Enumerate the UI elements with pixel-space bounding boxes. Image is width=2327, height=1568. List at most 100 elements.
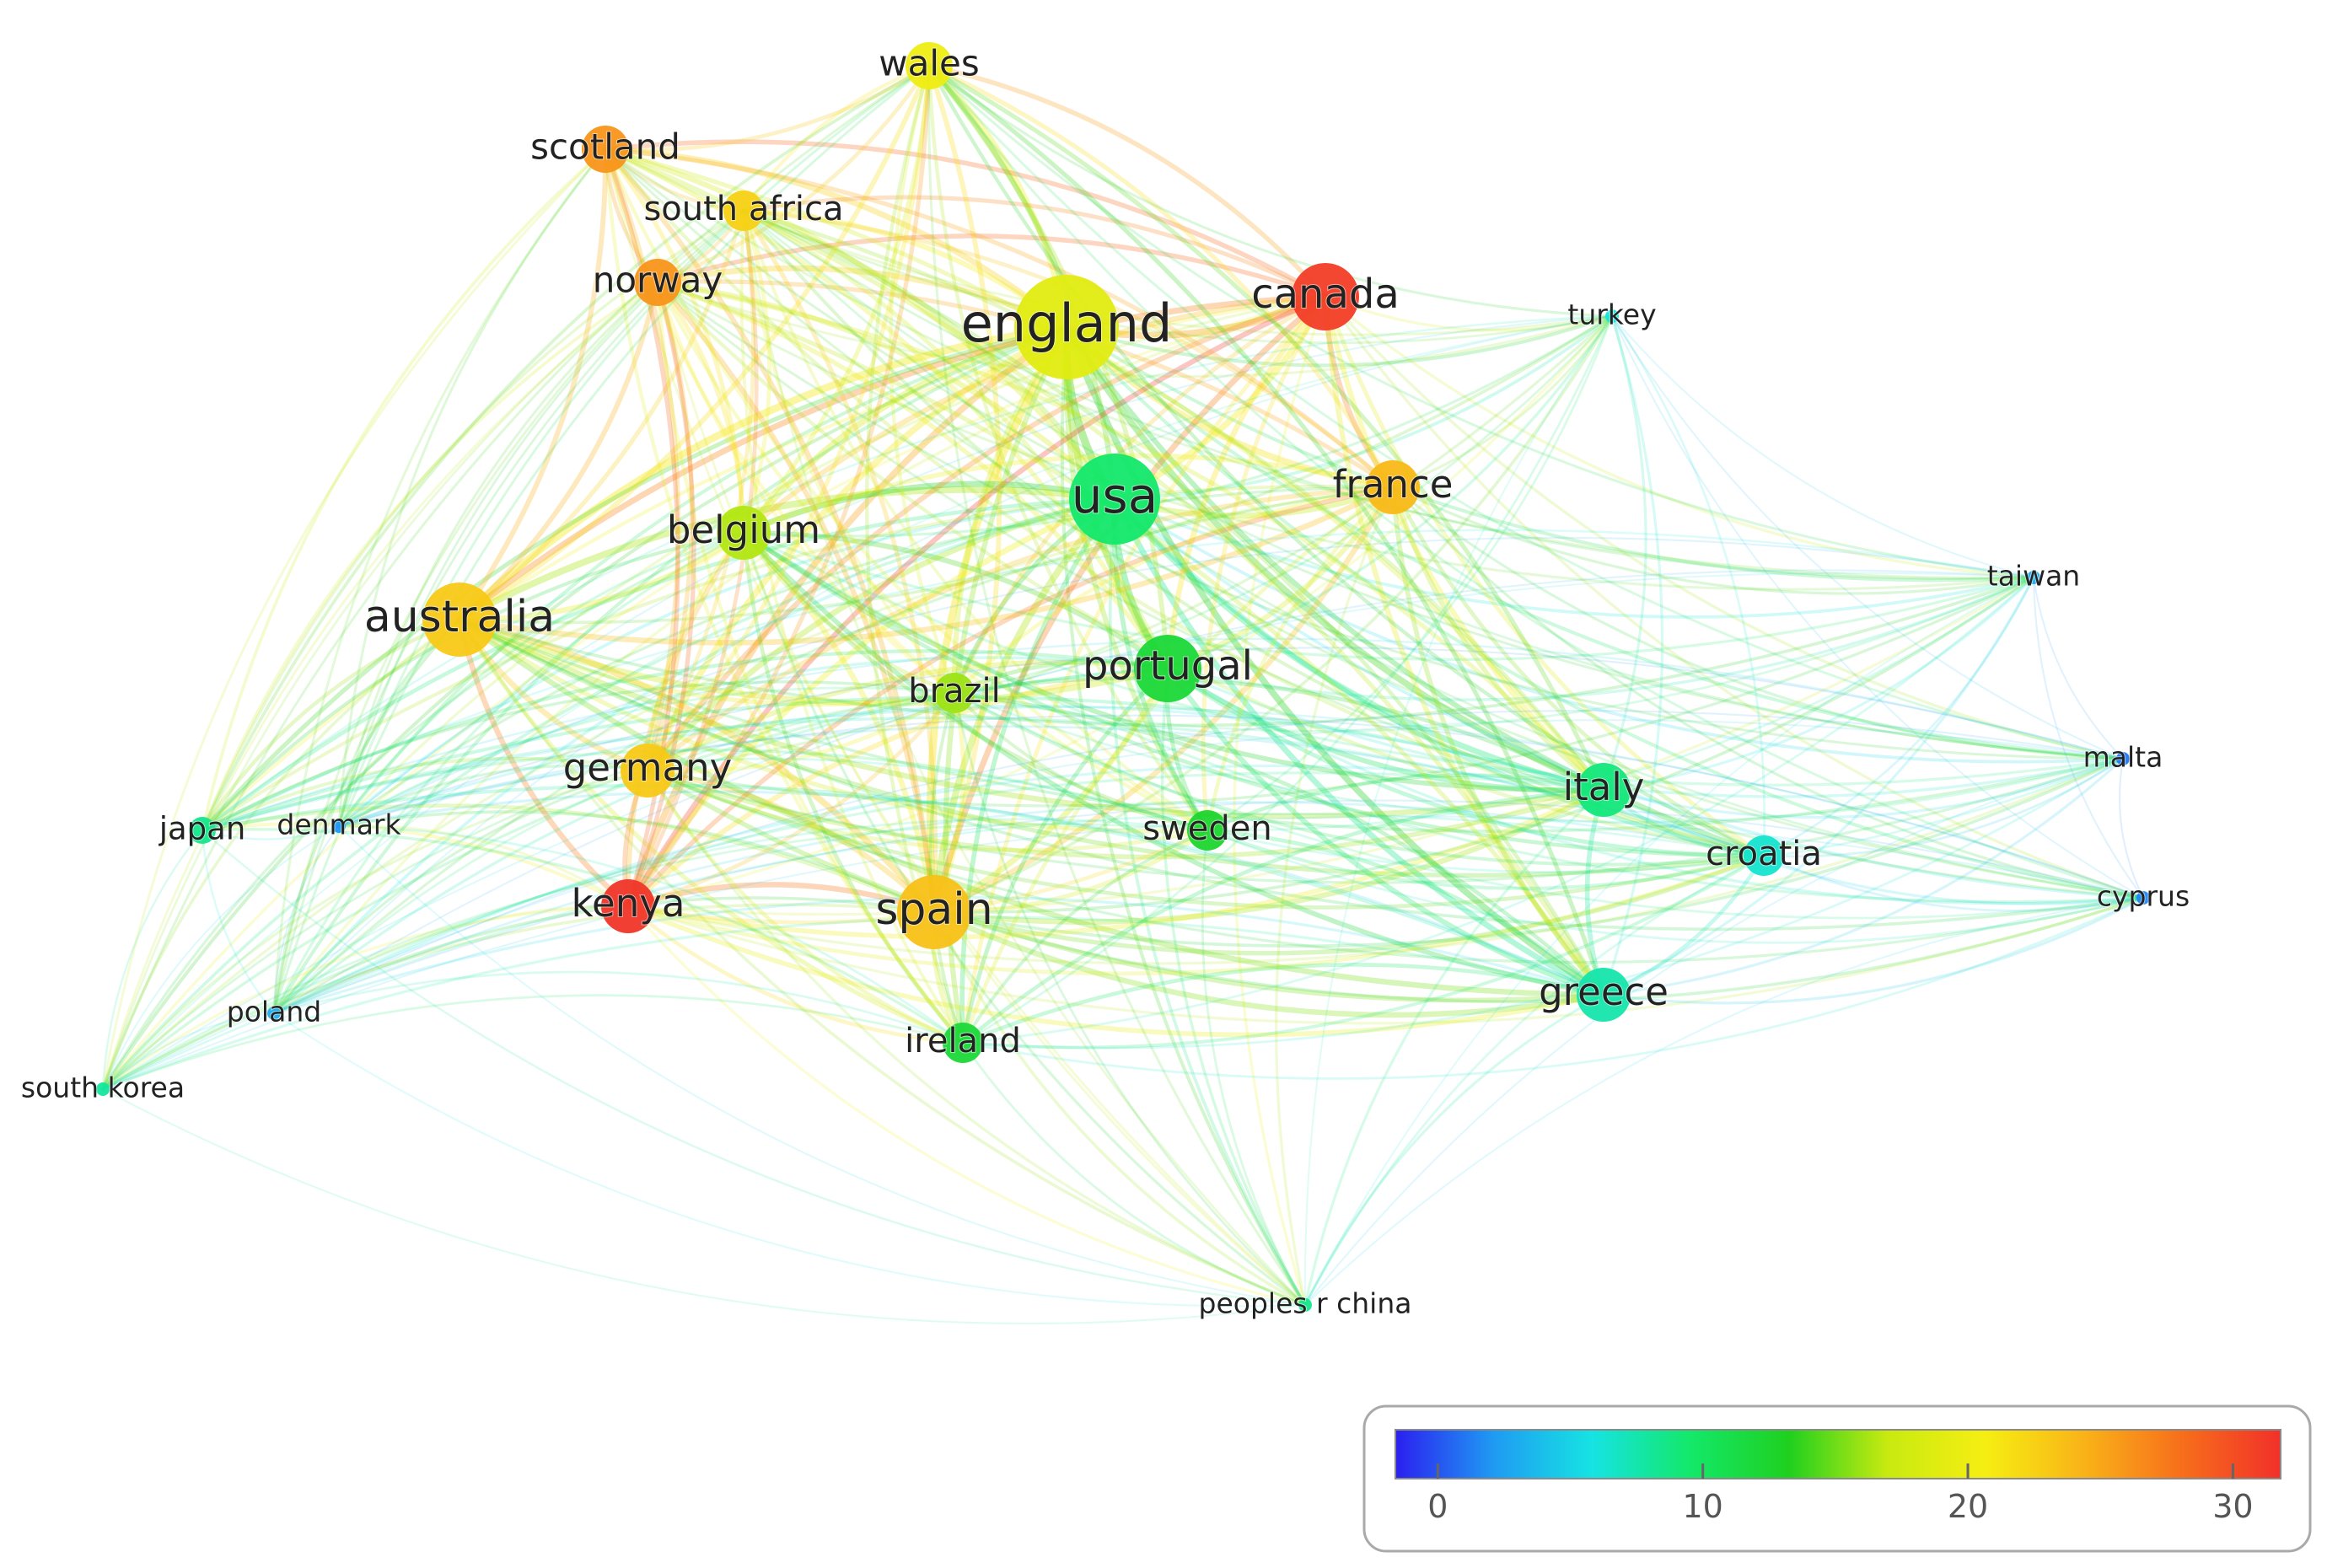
link-kenya-peoples_r_china [626,905,1307,1307]
node-portugal[interactable] [1134,635,1201,702]
node-canada[interactable] [1292,263,1359,330]
link-croatia-turkey [1610,314,1766,857]
link-croatia-taiwan [1762,576,2035,857]
node-cyprus[interactable] [2136,891,2150,905]
label-norway: norway [593,260,723,301]
label-south-africa: south africa [643,190,843,228]
node-usa[interactable] [1069,454,1160,545]
link-croatia-cyprus [1762,854,2145,912]
node-sweden[interactable] [1187,810,1228,851]
link-kenya-south_korea [101,905,630,1091]
link-germany-taiwan [646,576,2035,808]
node-denmark[interactable] [332,819,346,833]
label-greece: greece [1539,969,1669,1014]
node-wales[interactable] [906,42,953,89]
link-canada-croatia [1323,294,1766,858]
node-scotland[interactable] [582,126,629,173]
link-france-denmark [337,486,1395,828]
link-spain-malta [932,757,2125,948]
node-italy[interactable] [1577,763,1631,817]
node-south-africa[interactable] [723,191,764,231]
link-australia-sweden [457,617,1210,834]
node-belgium[interactable] [717,506,771,560]
link-france-belgium [741,453,1395,535]
link-belgium-scotland [603,147,746,535]
link-france-croatia [1390,485,1766,858]
link-spain-germany [644,767,938,916]
link-england-poland [271,325,1069,1016]
link-usa-kenya [625,496,1118,910]
link-australia-taiwan [458,576,2035,728]
link-belgium-peoples_r_china [742,531,1307,1307]
link-wales-sweden [927,63,1210,833]
node-england[interactable] [1014,275,1119,379]
link-usa-japan [200,497,1117,833]
link-canada-italy [1322,293,1607,793]
node-ireland[interactable] [943,1023,983,1063]
node-japan[interactable] [189,817,216,844]
link-south_africa-peoples_r_china [742,209,1307,1307]
node-greece[interactable] [1577,968,1631,1022]
link-usa-norway [654,279,1118,502]
link-italy-japan [200,695,1606,833]
node-malta[interactable] [2116,752,2130,765]
legend-tick-label: 10 [1682,1488,1722,1525]
link-belgium-taiwan [742,531,2035,661]
node-germany[interactable] [621,744,674,797]
node-france[interactable] [1366,460,1420,514]
link-australia-brazil [457,617,957,707]
link-france-germany [645,485,1395,773]
link-canada-sweden [1201,294,1328,833]
label-turkey: turkey [1567,298,1656,331]
link-usa-poland [272,497,1116,1015]
node-brazil[interactable] [934,673,975,713]
label-peoples-r-china: peoples r china [1199,1287,1412,1320]
link-wales-turkey [927,64,1614,318]
legend-tick-label: 30 [2212,1488,2253,1525]
link-australia-wales [457,63,932,622]
link-kenya-ireland [626,904,965,1045]
node-kenya[interactable] [601,879,655,933]
node-taiwan[interactable] [2027,571,2040,584]
link-canada-japan [200,294,1328,833]
node-spain[interactable] [897,875,971,949]
link-usa-australia [456,486,1118,623]
link-italy-scotland [603,147,1606,792]
node-poland[interactable] [267,1007,281,1020]
link-usa-peoples_r_china [1108,497,1307,1307]
link-portugal-poland [272,667,1169,1015]
link-germany-scotland [603,147,681,773]
node-peoples-r-china[interactable] [1298,1298,1312,1312]
link-norway-poland [272,281,659,1015]
link-denmark-peoples_r_china [337,824,1307,1307]
link-usa-ireland [959,497,1117,1045]
link-belgium-croatia [741,530,1766,858]
node-australia[interactable] [422,583,497,657]
legend-tick-label: 20 [1948,1488,1988,1525]
link-kenya-croatia [626,853,1766,976]
link-taiwan-japan [201,529,2035,832]
link-belgium-brazil [741,530,957,695]
link-ireland-cyprus [961,896,2145,1080]
link-spain-turkey [932,314,1614,914]
link-denmark-south_korea [101,824,341,1091]
link-usa-croatia [1112,497,1766,858]
label-germany: germany [563,745,733,790]
label-denmark: denmark [277,808,401,841]
link-germany-denmark [337,764,649,828]
node-turkey[interactable] [1605,309,1619,323]
link-canada-belgium [740,293,1329,536]
link-norway-sweden [655,280,1210,833]
link-canada-kenya [625,293,1329,910]
link-italy-brazil [952,676,1606,792]
link-wales-cyprus [927,64,2145,899]
label-portugal: portugal [1083,642,1253,690]
link-belgium-kenya [626,530,746,909]
link-australia-norway [457,280,660,622]
link-italy-sweden [1205,773,1606,833]
node-south-korea[interactable] [96,1082,110,1096]
node-norway[interactable] [634,259,681,306]
node-croatia[interactable] [1744,835,1784,876]
link-greece-japan [200,783,1606,997]
link-norway-malta [656,281,2125,760]
